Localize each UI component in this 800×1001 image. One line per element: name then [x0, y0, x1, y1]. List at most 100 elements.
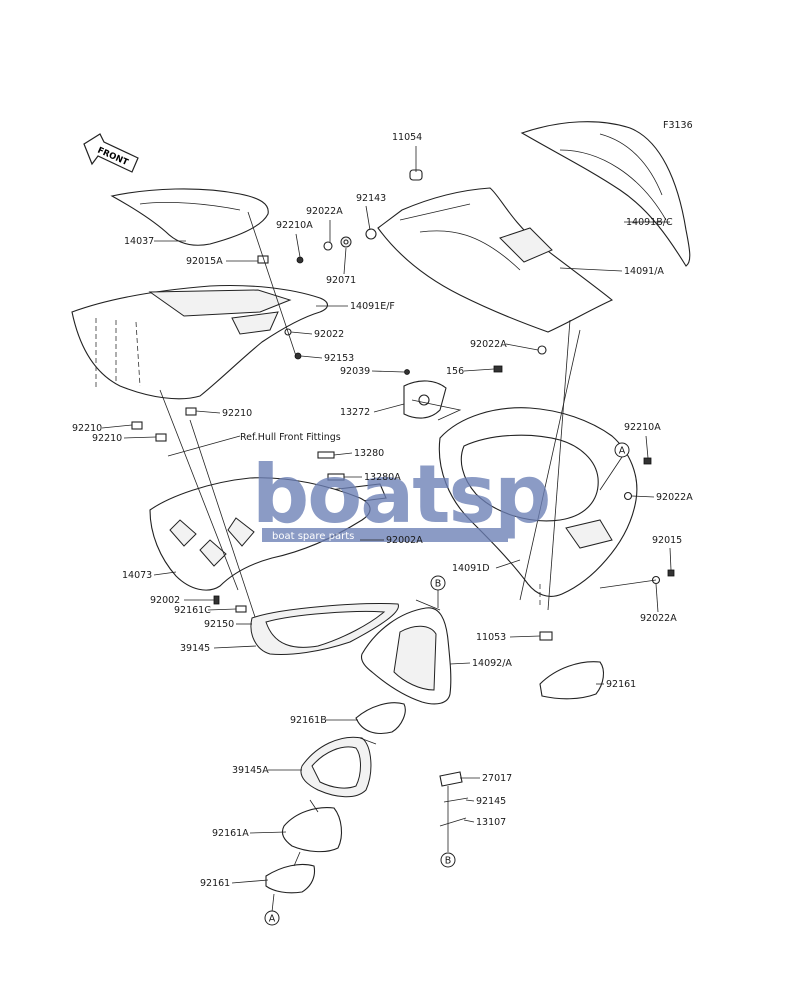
callout-label: 92002A: [386, 535, 423, 546]
callout-label: 39145: [180, 643, 210, 654]
callout-14092-a: 14092/A: [449, 658, 512, 669]
callout-92210: 92210: [195, 408, 252, 419]
callout-leader-line: [371, 370, 405, 373]
callout-leader-line: [509, 635, 541, 638]
marker-letter: A: [619, 446, 626, 457]
marker-letter: B: [445, 856, 452, 867]
callout-leader-line: [213, 645, 257, 649]
callout-92022a: 92022A: [631, 492, 693, 503]
fasteners-top-group: [296, 228, 377, 264]
callout-39145: 39145: [180, 643, 257, 654]
figure-code: F3136: [663, 120, 693, 131]
callout-92039: 92039: [340, 366, 405, 377]
callout-156: 156: [446, 366, 495, 377]
part-39145-gasket: [250, 603, 399, 655]
callout-92161: 92161: [200, 878, 269, 889]
callout-label: 92071: [326, 275, 356, 286]
callout-leader-line: [495, 559, 521, 569]
callout-label: 92161: [200, 878, 230, 889]
callout-label: 92210A: [624, 422, 661, 433]
fasteners-right-group: [599, 457, 675, 589]
callout-27017: 27017: [460, 773, 512, 784]
callout-leader-line: [300, 355, 323, 359]
callout-leader-line: [231, 879, 269, 884]
callout-label: 92022A: [640, 613, 677, 624]
callout-92210a: 92210A: [624, 422, 661, 459]
callout-14091-a: 14091/A: [559, 266, 664, 277]
callout-leader-line: [631, 495, 655, 498]
ref-marker-a: A: [599, 442, 630, 491]
fasteners-mid-right: [404, 345, 547, 375]
callout-leader-line: [645, 435, 649, 459]
fasteners-mid-left: [247, 211, 302, 360]
callout-label: 13107: [476, 817, 506, 828]
callout-13280a: 13280A: [344, 472, 401, 483]
callout-label: 14037: [124, 236, 154, 247]
callout-label: 13280A: [364, 472, 401, 483]
part-92161a-pad: [281, 807, 343, 853]
callout-label: 14073: [122, 570, 152, 581]
clips-92210-group: [131, 407, 241, 457]
callout-label: 92022: [314, 329, 344, 340]
ref-marker-b: B: [440, 852, 456, 868]
callout-leader-line: [559, 267, 623, 272]
callout-leader-line: [655, 583, 659, 613]
callout-14091b-c: 14091B/C: [624, 217, 673, 228]
callout-92210: 92210: [72, 423, 133, 434]
callout-13280: 13280: [333, 448, 384, 459]
part-92161b-pad: [355, 702, 406, 735]
callout-92161c: 92161C: [174, 605, 237, 616]
callout-label: 92022A: [470, 339, 507, 350]
callout-leader-line: [449, 662, 471, 665]
callout-14091e-f: 14091E/F: [316, 301, 395, 312]
callout-layer: 110549214392022A92210A9207114091B/C14091…: [72, 132, 693, 889]
callout-leader-line: [343, 247, 347, 275]
callout-label: 92153: [324, 353, 354, 364]
part-13272-bracket: [403, 380, 447, 419]
callout-92210a: 92210A: [276, 220, 313, 258]
callout-label: 92161B: [290, 715, 327, 726]
callout-leader-line: [153, 571, 177, 576]
callout-label: 14092/A: [472, 658, 512, 669]
callout-label: 92210: [72, 423, 102, 434]
part-14091ef-deck-cover: [71, 284, 329, 400]
callout-92022a: 92022A: [306, 206, 343, 243]
callout-92015: 92015: [652, 535, 682, 571]
callout-label: 92145: [476, 796, 506, 807]
callout-92022a: 92022A: [470, 339, 539, 351]
callout-leader-line: [195, 410, 221, 414]
callout-92161b: 92161B: [290, 715, 358, 726]
callout-leader-line: [373, 403, 405, 413]
callout-leader-line: [463, 819, 475, 823]
callout-13107: 13107: [463, 817, 506, 828]
callout-92143: 92143: [356, 193, 386, 231]
marker-circle: [440, 852, 456, 868]
part-92161-pad-low: [265, 863, 316, 894]
callout-11054: 11054: [392, 132, 422, 172]
ref-marker-b: B: [430, 575, 446, 608]
callout-leader-line: [365, 205, 371, 231]
part-14092a-cushion: [360, 607, 452, 705]
callout-label: 92143: [356, 193, 386, 204]
callout-leader-line: [207, 608, 237, 611]
ref-marker-a: A: [264, 910, 280, 926]
callout-13272: 13272: [340, 403, 405, 418]
callout-92071: 92071: [326, 247, 356, 286]
callout-label: 92210: [92, 433, 122, 444]
callout-label: 14091E/F: [350, 301, 395, 312]
watermark-logo: boatsp boat spare parts: [252, 448, 551, 542]
callout-label: 92039: [340, 366, 370, 377]
callout-label: 92161C: [174, 605, 211, 616]
part-11053: [539, 631, 553, 641]
callout-14091d: 14091D: [452, 559, 521, 574]
callout-label: 39145A: [232, 765, 269, 776]
callout-92002a: 92002A: [360, 535, 423, 546]
marker-circle: [264, 910, 280, 926]
callout-label: 92150: [204, 619, 234, 630]
callout-label: 11053: [476, 632, 506, 643]
callout-label: 92015A: [186, 256, 223, 267]
marker-circle: [430, 575, 446, 591]
callout-label: 11054: [392, 132, 422, 143]
